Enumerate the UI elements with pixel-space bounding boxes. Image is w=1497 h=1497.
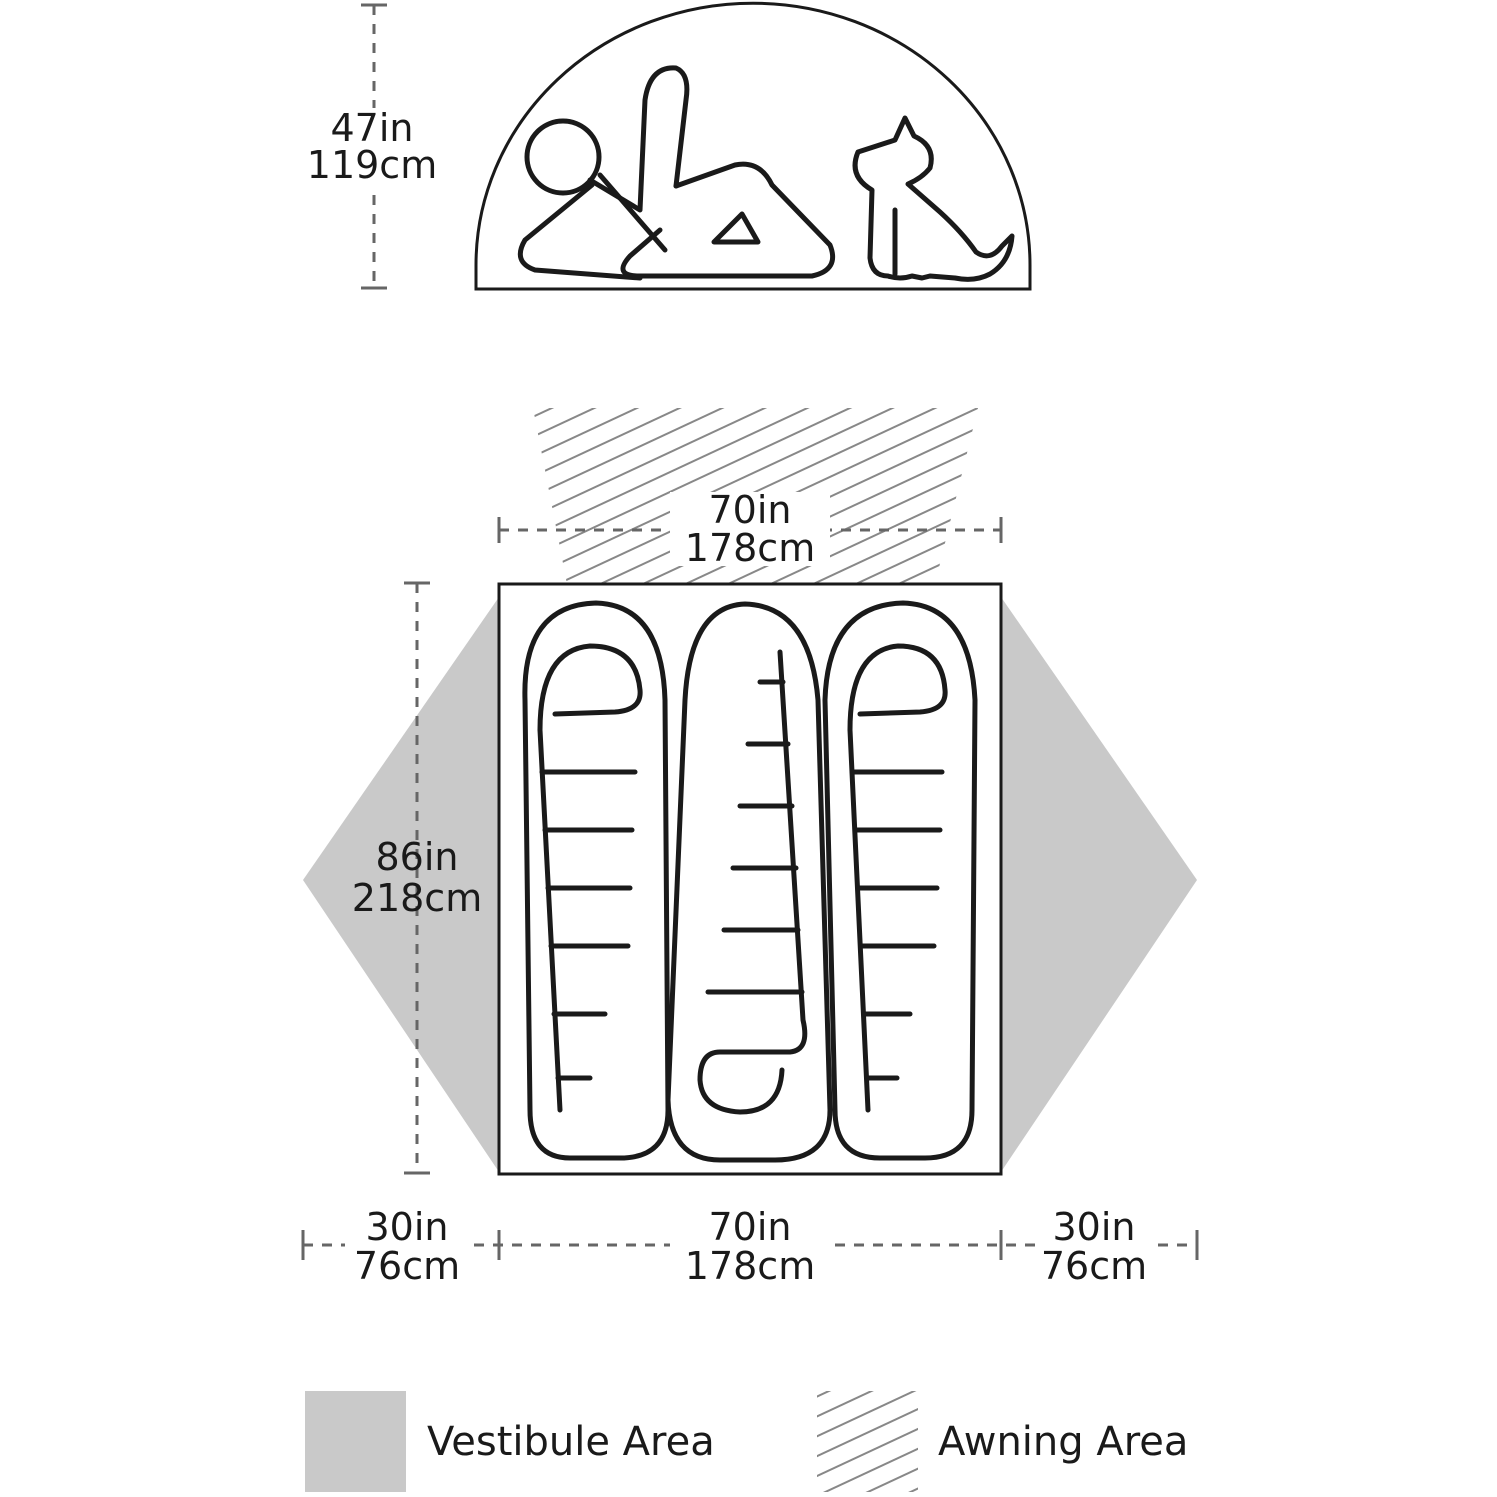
right-vestibule-cm-label: 76cm <box>1041 1244 1147 1288</box>
elevation-view: 47in 119cm <box>307 1 1032 291</box>
length-dimension-line: 86in 218cm <box>352 581 482 1175</box>
height-cm-label: 119cm <box>307 143 437 187</box>
length-in-label: 86in <box>376 835 459 879</box>
floor-plan: 70in 178cm 86in 218cm <box>303 408 1197 1176</box>
floor-width-in-label: 70in <box>709 1205 792 1249</box>
awning-width-dimension: 70in 178cm <box>497 488 1003 570</box>
length-cm-label: 218cm <box>352 876 482 920</box>
dog-icon <box>852 115 1015 282</box>
tent-dome-outline <box>474 1 1032 291</box>
awning-width-cm-label: 178cm <box>685 526 815 570</box>
sleeping-bag-icon <box>822 600 978 1161</box>
vestibule-area-right <box>1001 597 1197 1172</box>
right-vestibule-in-label: 30in <box>1053 1205 1136 1249</box>
awning-legend-label: Awning Area <box>938 1419 1188 1465</box>
legend: Vestibule Area Awning Area <box>305 1391 1188 1492</box>
awning-swatch <box>817 1391 918 1492</box>
bottom-dimension-line: 30in 76cm 70in 178cm 30in 76cm <box>301 1205 1199 1288</box>
vestibule-swatch <box>305 1391 406 1492</box>
person-icon <box>517 65 836 281</box>
vestibule-area-left <box>303 597 499 1172</box>
vestibule-legend-label: Vestibule Area <box>427 1419 715 1465</box>
sleeping-bag-icon <box>665 601 833 1163</box>
sleeping-bag-icon <box>522 600 671 1161</box>
left-vestibule-in-label: 30in <box>366 1205 449 1249</box>
left-vestibule-cm-label: 76cm <box>354 1244 460 1288</box>
height-in-label: 47in <box>331 106 414 150</box>
tent-floor-outline <box>497 582 1003 1176</box>
height-dimension-line: 47in 119cm <box>307 3 437 290</box>
floor-width-cm-label: 178cm <box>685 1244 815 1288</box>
awning-width-in-label: 70in <box>709 488 792 532</box>
